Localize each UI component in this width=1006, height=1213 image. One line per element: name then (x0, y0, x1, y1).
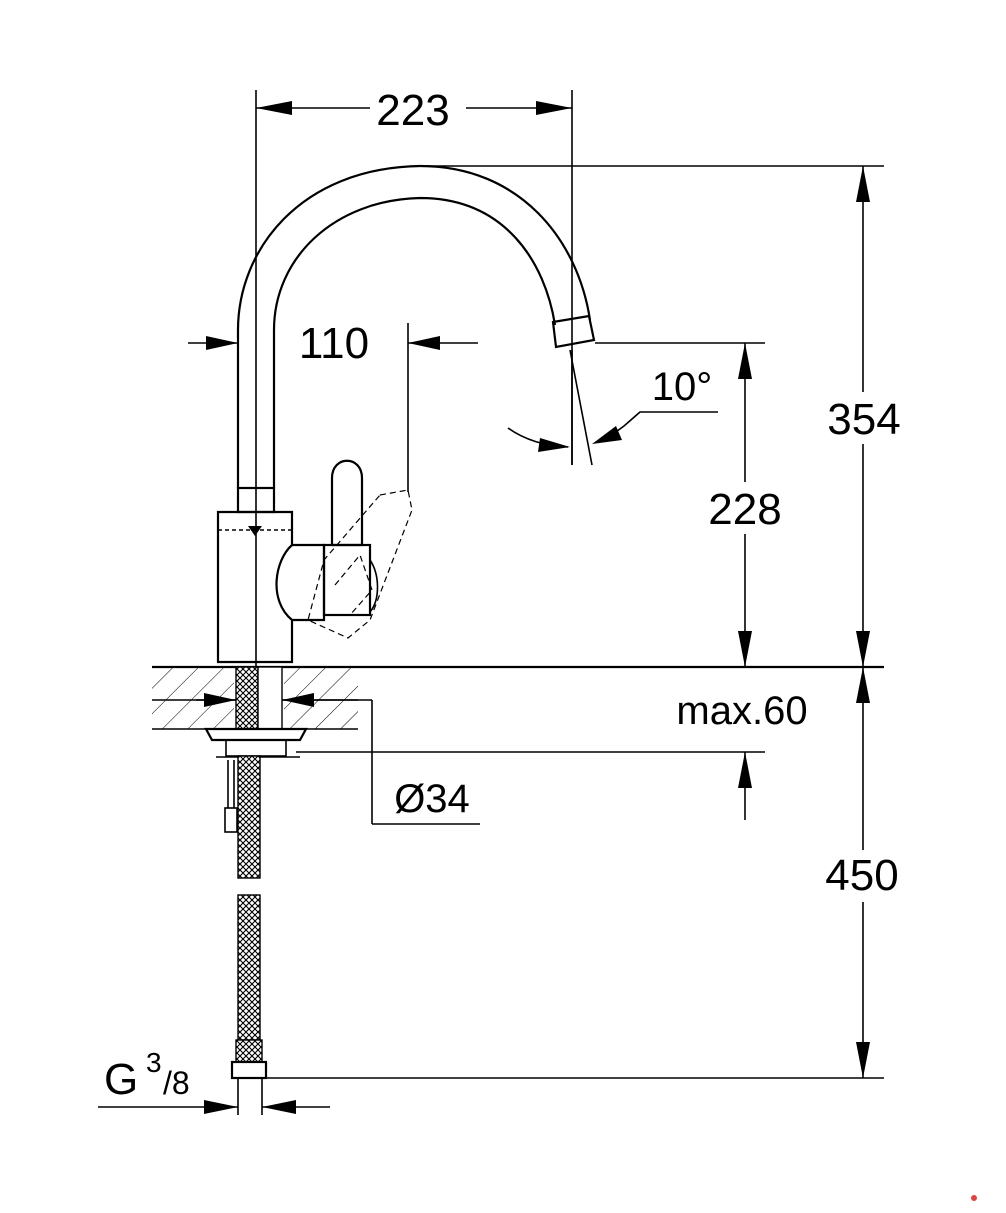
arrow-228-bottom (738, 631, 752, 667)
dimension-354: 354 (420, 165, 906, 667)
dimension-110: 110 (188, 319, 478, 492)
watermark-dot-icon (971, 1195, 977, 1201)
label-223: 223 (376, 86, 449, 135)
body-mark (248, 526, 262, 536)
label-thread-denominator: /8 (163, 1065, 190, 1101)
arrow-angle-left (538, 438, 570, 452)
arrow-354-bottom (856, 631, 870, 667)
arrow-d34-left (204, 693, 236, 707)
hose-lower (237, 894, 261, 1041)
arrow-max60 (738, 752, 752, 788)
label-max60: max.60 (676, 689, 807, 733)
dimension-223: 223 (255, 86, 573, 667)
arrow-228-top (738, 343, 752, 379)
cartridge-housing (292, 543, 326, 622)
arrow-thread-left (204, 1100, 238, 1114)
arrow-450-bottom (856, 1042, 870, 1078)
label-thread-g: G (104, 1055, 138, 1104)
threaded-rod (227, 760, 235, 808)
dimension-450: 450 (266, 667, 910, 1079)
shank (257, 666, 283, 730)
arrow-450-top (856, 667, 870, 703)
spout-inner-edge (272, 196, 557, 488)
faucet-body (216, 164, 596, 664)
label-450: 450 (825, 851, 898, 900)
arrow-110-left (206, 336, 238, 350)
hose-upper (237, 755, 261, 879)
arrow-354-top (856, 166, 870, 202)
hose-fitting (235, 1039, 263, 1063)
mounting-nut (225, 739, 287, 757)
lever-open-position (307, 489, 413, 639)
faucet-main-body (216, 510, 294, 664)
arrow-d34-right (282, 693, 314, 707)
lever-base-curve (369, 559, 379, 613)
label-354: 354 (827, 395, 900, 444)
arrow-223-right (536, 101, 572, 115)
dimension-thread: G 3 /8 (98, 1047, 330, 1114)
rod-tip (224, 807, 238, 833)
arrow-110-right (408, 336, 440, 350)
label-10-degrees: 10° (652, 365, 713, 409)
arrow-angle-right (592, 426, 622, 444)
dimension-228: 228 (595, 342, 788, 667)
mounting-assembly (204, 666, 308, 1115)
label-450-bg (818, 850, 910, 902)
dimension-diameter: Ø34 (196, 693, 480, 825)
lever-base (322, 543, 372, 617)
hose-nut (230, 1060, 268, 1080)
angle-ref-tilted (569, 349, 593, 466)
dimension-max60: max.60 (296, 689, 808, 820)
lever-open-detail (334, 553, 373, 616)
aerator (551, 314, 596, 349)
lever-handle (330, 459, 364, 547)
label-228-bg (702, 482, 788, 534)
label-thread-numerator: 3 (146, 1047, 162, 1078)
label-110: 110 (299, 319, 369, 368)
watermark (971, 1195, 977, 1201)
arrow-thread-right (262, 1100, 296, 1114)
label-354-bg (822, 392, 906, 444)
label-d34: Ø34 (394, 777, 470, 821)
mounting-plate (204, 727, 308, 742)
threaded-rod-left (235, 666, 259, 730)
label-228: 228 (708, 485, 781, 534)
dimension-angle: 10° (507, 349, 718, 466)
spout-outer-edge (236, 164, 592, 488)
arrow-223-left (256, 101, 292, 115)
